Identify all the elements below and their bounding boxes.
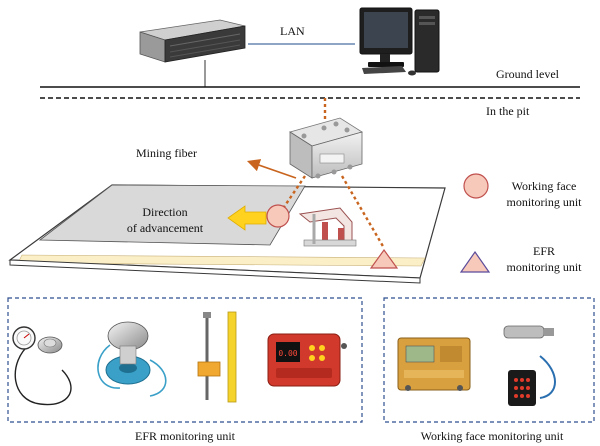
- displacement-sensor-icon: [197, 311, 237, 403]
- advance-direction-arrow: [227, 205, 267, 231]
- working-face-monitor-icon: [397, 337, 471, 391]
- mining-fiber-arrow: [246, 159, 297, 179]
- fiber-to-working-face: [281, 175, 306, 211]
- working-face-marker: [266, 204, 290, 228]
- in-the-pit-label: In the pit: [486, 104, 530, 118]
- efr-unit-box: [7, 297, 363, 423]
- rack-server-icon: [139, 19, 246, 63]
- junction-box-icon: [289, 117, 363, 179]
- efr-legend-line1: EFR: [532, 244, 555, 258]
- legend-efr-icon: [459, 250, 491, 273]
- fiber-to-efr: [340, 175, 386, 249]
- legend-working-face-icon: [463, 173, 489, 199]
- efr-legend-line2: monitoring unit: [506, 260, 582, 274]
- efr-box-caption: EFR monitoring unit: [134, 429, 235, 443]
- working-face-legend-line1: Working face: [511, 179, 577, 193]
- load-cell-sensor-icon: [97, 321, 167, 397]
- direction-label-line1: Direction: [142, 205, 188, 219]
- hydraulic-support-icon: [298, 207, 357, 247]
- lan-label: LAN: [280, 24, 305, 38]
- pressure-sensor-icon: [503, 325, 556, 406]
- device-display-readout: 0.00: [278, 349, 297, 358]
- ground-level-label: Ground level: [496, 67, 559, 81]
- efr-marker: [369, 248, 399, 269]
- direction-label-line2: of advancement: [126, 221, 204, 235]
- mining-fiber-label: Mining fiber: [136, 146, 197, 160]
- efr-monitor-device-icon: 0.00: [267, 333, 347, 387]
- pressure-gauge-icon: [12, 326, 72, 406]
- desktop-computer-icon: [359, 7, 440, 76]
- working-face-box-caption: Working face monitoring unit: [420, 429, 564, 443]
- working-face-legend-line2: monitoring unit: [506, 195, 582, 209]
- working-face-unit-box: [383, 297, 595, 423]
